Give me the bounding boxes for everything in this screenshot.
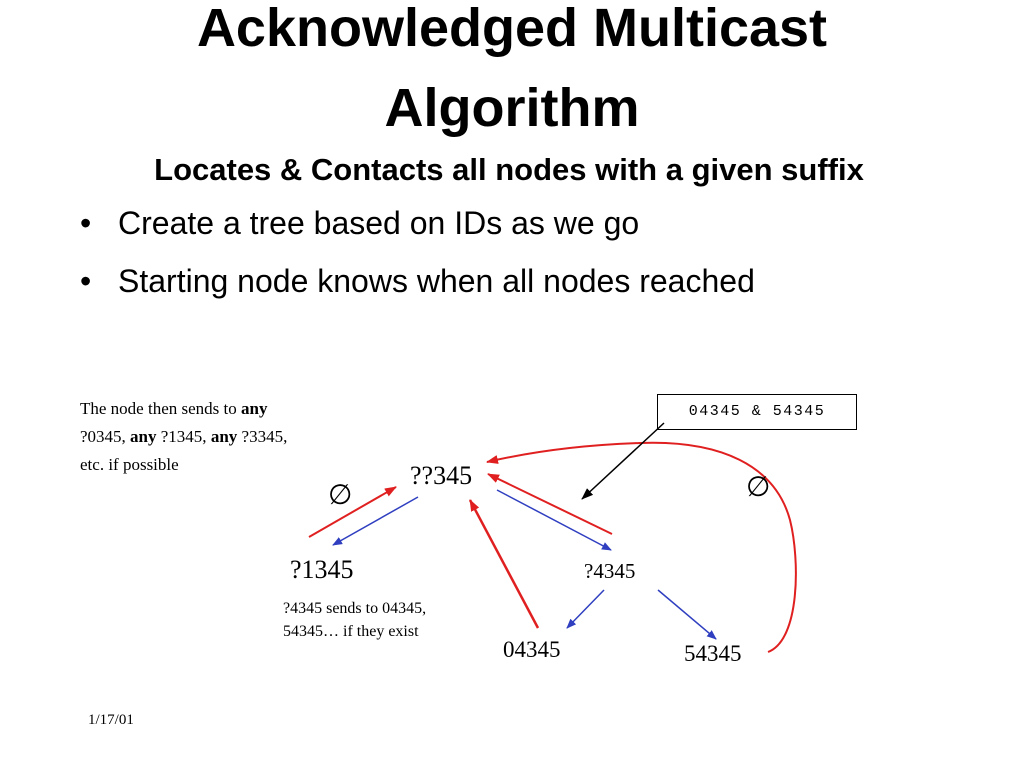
bullet-list: • Create a tree based on IDs as we go • … bbox=[80, 205, 755, 321]
forward-arrow-4345-to-04345 bbox=[566, 589, 605, 629]
send-any-note: The node then sends to any?0345, any ?13… bbox=[80, 399, 288, 474]
empty-set-icon: ∅ bbox=[328, 478, 353, 511]
node-4345: ?4345 bbox=[584, 559, 636, 583]
bullet-item: • Starting node knows when all nodes rea… bbox=[80, 263, 755, 321]
bullet-text: Create a tree based on IDs as we go bbox=[118, 205, 640, 241]
slide-subtitle: Locates & Contacts all nodes with a give… bbox=[154, 152, 864, 187]
forward-arrow-4345-to-54345 bbox=[657, 589, 717, 640]
node-1345: ?1345 bbox=[290, 555, 354, 584]
bullet-icon: • bbox=[80, 263, 92, 299]
forward-arrow-root-to-1345 bbox=[332, 496, 419, 546]
bullet-item: • Create a tree based on IDs as we go bbox=[80, 205, 755, 263]
slide-title-line2: Algorithm bbox=[384, 78, 640, 138]
callout-pointer-arrow bbox=[581, 422, 665, 500]
footer-date: 1/17/01 bbox=[88, 712, 134, 728]
bullet-icon: • bbox=[80, 205, 92, 241]
ack-arrow-4345-to-root bbox=[487, 473, 613, 535]
bullet-text: Starting node knows when all nodes reach… bbox=[118, 263, 755, 299]
sub-send-note: ?4345 sends to 04345,54345… if they exis… bbox=[283, 600, 427, 640]
forward-arrow-root-to-4345 bbox=[496, 489, 612, 551]
node-54345: 54345 bbox=[684, 641, 742, 666]
ack-arrow-1345-to-root bbox=[308, 486, 397, 538]
callout-box: 04345 & 54345 bbox=[657, 394, 857, 430]
node-root: ??345 bbox=[410, 461, 473, 490]
node-04345: 04345 bbox=[503, 637, 561, 662]
ack-curve-54345-to-root bbox=[486, 441, 797, 653]
slide-title-line1: Acknowledged Multicast bbox=[196, 0, 828, 58]
ack-arrow-04345-to-root bbox=[468, 499, 540, 629]
empty-set-icon: ∅ bbox=[746, 470, 771, 503]
